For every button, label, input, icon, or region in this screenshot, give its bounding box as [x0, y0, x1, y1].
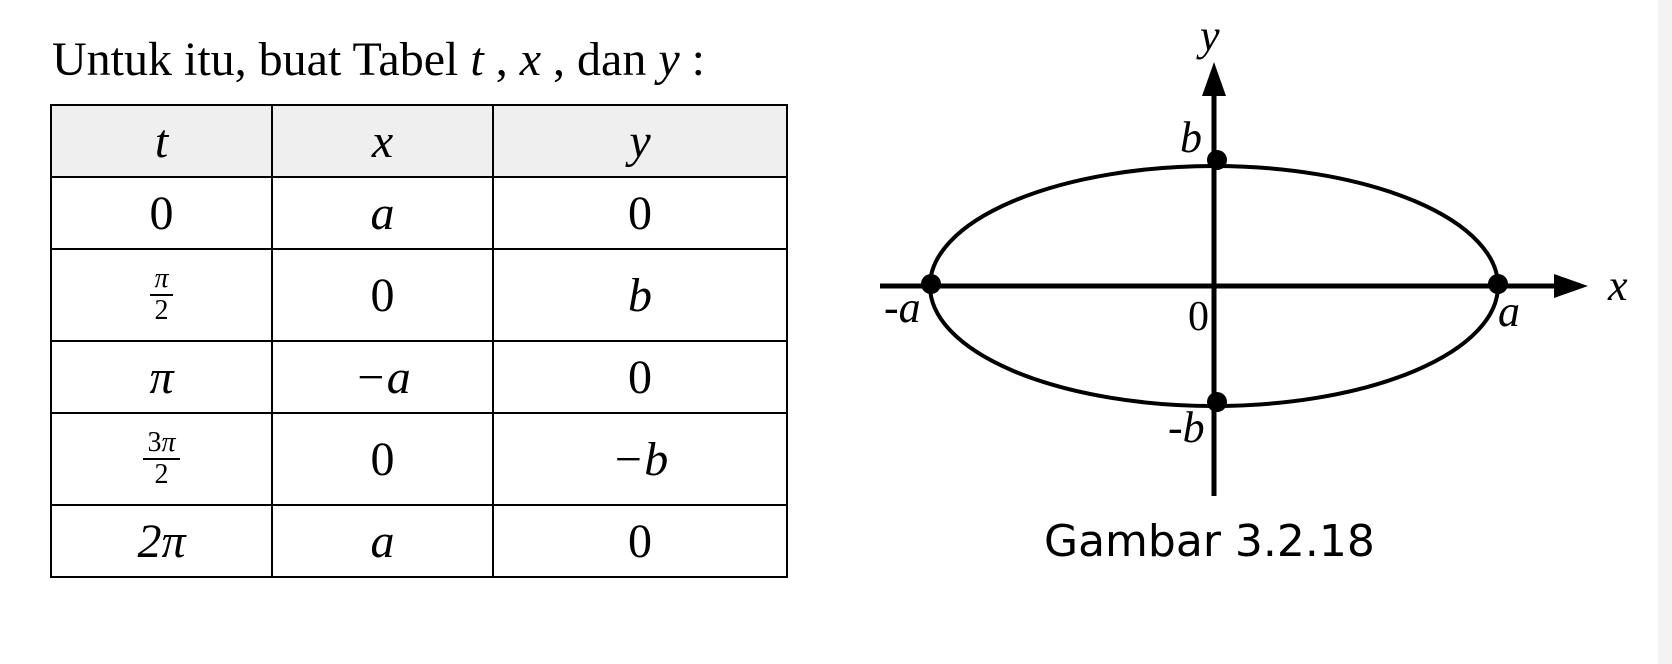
- label-neg-a: -a: [884, 283, 921, 332]
- cell-t: 0: [50, 176, 273, 250]
- cell-x: 0: [271, 412, 494, 506]
- cell-y: b: [492, 248, 788, 342]
- table-row: π −a 0: [50, 340, 788, 414]
- header-x: x: [271, 104, 494, 178]
- header-t: t: [50, 104, 273, 178]
- point-neg-a: [921, 274, 941, 294]
- intro-sentence: Untuk itu, buat Tabel t , x , dan y :: [52, 30, 705, 90]
- cell-x: a: [271, 176, 494, 250]
- x-axis-arrow: [1554, 274, 1588, 298]
- cell-t: 3π 2: [50, 412, 273, 506]
- intro-suffix: :: [679, 33, 705, 86]
- intro-var-t: t: [470, 33, 484, 86]
- axis-y-label: y: [1196, 11, 1220, 60]
- parameter-table: t x y 0 a 0 π 2 0 b π −a 0 3π 2 0 −b 2: [50, 104, 788, 578]
- fraction-pi: π: [161, 427, 176, 459]
- header-y: y: [492, 104, 788, 178]
- figure-caption: Gambar 3.2.18: [1044, 516, 1375, 567]
- label-neg-b: -b: [1168, 403, 1205, 452]
- table-row: 3π 2 0 −b: [50, 412, 788, 506]
- fraction: π 2: [150, 264, 173, 327]
- cell-x: 0: [271, 248, 494, 342]
- cell-t: π: [50, 340, 273, 414]
- intro-prefix: Untuk itu, buat Tabel: [52, 33, 471, 86]
- table-header-row: t x y: [50, 104, 788, 178]
- fraction-numerator: π: [150, 264, 173, 297]
- ellipse-figure: y x b -a 0 a -b: [880, 11, 1628, 496]
- point-neg-b: [1207, 392, 1227, 412]
- label-a: a: [1498, 287, 1520, 336]
- cell-y: 0: [492, 340, 788, 414]
- fraction-numerator: 3π: [143, 427, 180, 461]
- fraction: 3π 2: [143, 427, 180, 491]
- cell-y: −b: [492, 412, 788, 506]
- point-b: [1207, 150, 1227, 170]
- point-a: [1488, 274, 1508, 294]
- cell-y: 0: [492, 176, 788, 250]
- cell-t: π 2: [50, 248, 273, 342]
- label-b: b: [1180, 113, 1202, 162]
- cell-x: a: [271, 504, 494, 578]
- intro-sep-2: , dan: [541, 33, 659, 86]
- table-row: π 2 0 b: [50, 248, 788, 342]
- fraction-denominator: 2: [154, 459, 169, 491]
- fraction-coefficient: 3: [147, 427, 162, 459]
- intro-sep-1: ,: [483, 33, 520, 86]
- page-edge-strip: [1658, 0, 1672, 664]
- fraction-denominator: 2: [154, 295, 169, 327]
- intro-var-y: y: [658, 33, 680, 86]
- origin-label: 0: [1188, 294, 1209, 340]
- table-row: 0 a 0: [50, 176, 788, 250]
- cell-t: 2π: [50, 504, 273, 578]
- table-row: 2π a 0: [50, 504, 788, 578]
- y-axis-arrow: [1202, 62, 1226, 96]
- intro-var-x: x: [519, 33, 542, 86]
- cell-x: −a: [271, 340, 494, 414]
- axis-x-label: x: [1607, 261, 1628, 310]
- cell-y: 0: [492, 504, 788, 578]
